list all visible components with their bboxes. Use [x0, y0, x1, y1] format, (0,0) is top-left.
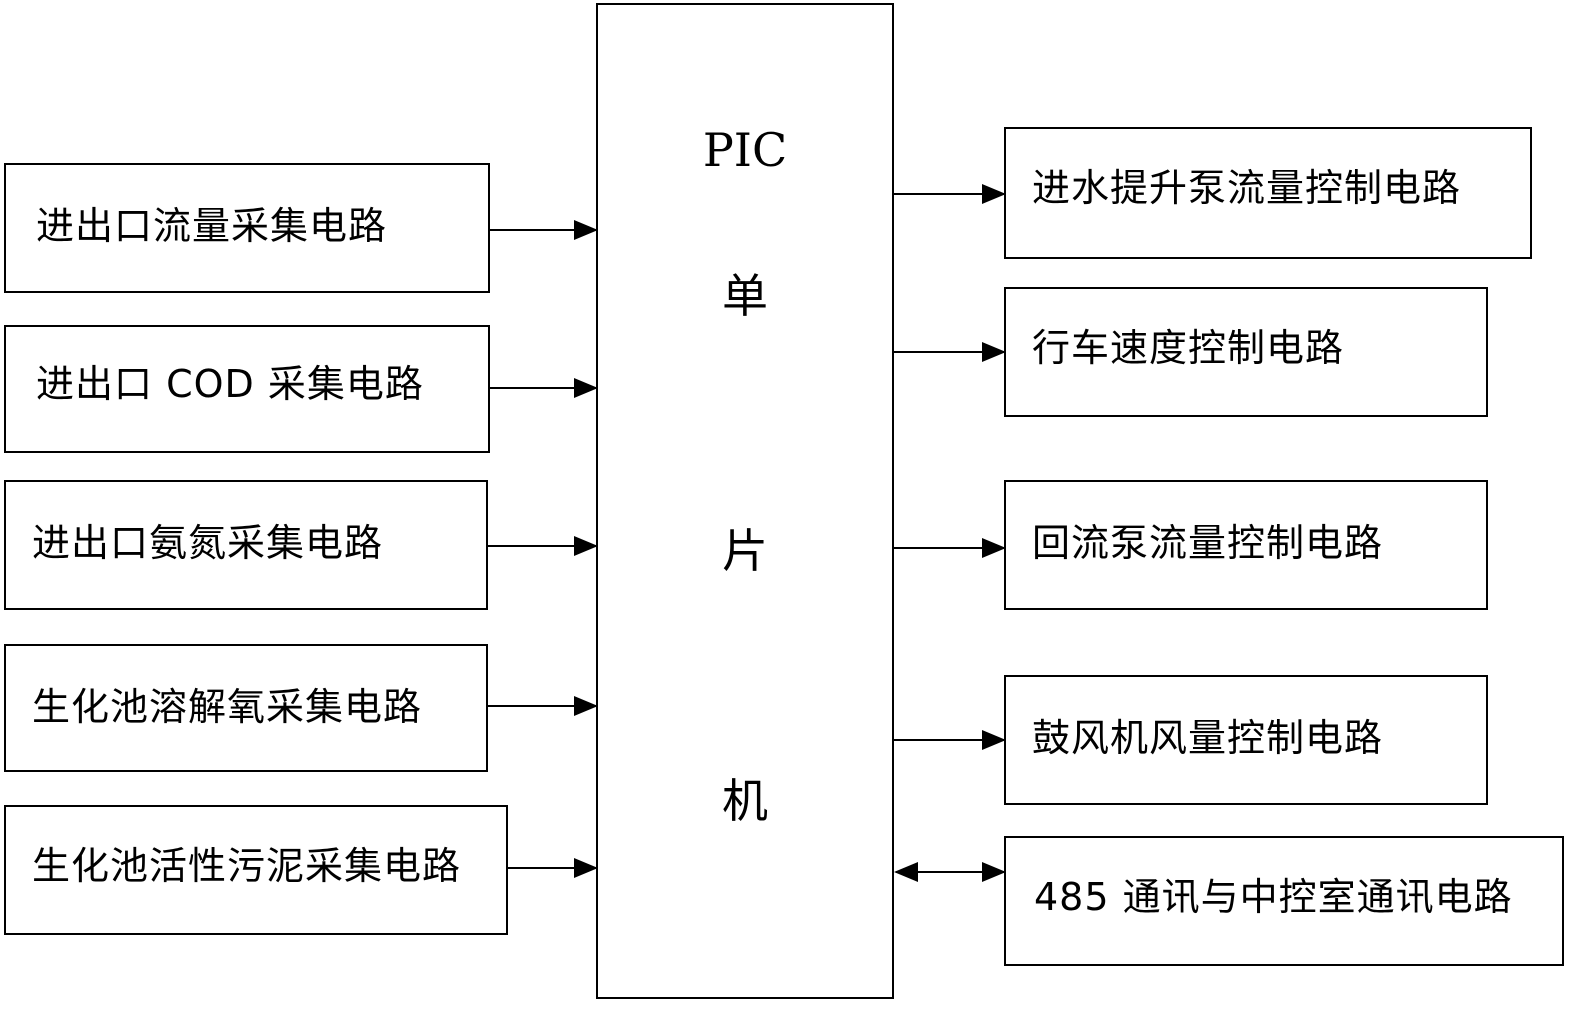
- input-block-activated-sludge: 生化池活性污泥采集电路: [4, 805, 508, 935]
- output-block-rs485-comm: 485 通讯与中控室通讯电路: [1004, 836, 1564, 966]
- input-block-label: 生化池溶解氧采集电路: [32, 685, 423, 729]
- output-block-crane-speed: 行车速度控制电路: [1004, 287, 1488, 417]
- input-block-ammonia: 进出口氨氮采集电路: [4, 480, 488, 610]
- input-block-label: 生化池活性污泥采集电路: [32, 844, 462, 888]
- output-block-label: 进水提升泵流量控制电路: [1032, 166, 1462, 210]
- pic-mcu-block: PIC 单 片 机: [596, 3, 894, 999]
- mcu-label-char-2: 片: [722, 524, 768, 578]
- input-block-label: 进出口氨氮采集电路: [32, 521, 384, 565]
- output-block-label: 回流泵流量控制电路: [1032, 521, 1384, 565]
- output-block-label: 鼓风机风量控制电路: [1032, 716, 1384, 760]
- input-block-label: 进出口流量采集电路: [36, 204, 388, 248]
- output-block-return-pump: 回流泵流量控制电路: [1004, 480, 1488, 610]
- output-block-label: 485 通讯与中控室通讯电路: [1034, 875, 1513, 919]
- output-block-label: 行车速度控制电路: [1032, 326, 1345, 370]
- input-block-dissolved-oxygen: 生化池溶解氧采集电路: [4, 644, 488, 772]
- mcu-label-char-1: 单: [722, 269, 768, 323]
- mcu-label-char-3: 机: [722, 774, 768, 828]
- output-block-blower: 鼓风机风量控制电路: [1004, 675, 1488, 805]
- input-block-label: 进出口 COD 采集电路: [36, 362, 424, 406]
- input-block-cod: 进出口 COD 采集电路: [4, 325, 490, 453]
- mcu-label-pic: PIC: [702, 123, 788, 177]
- output-block-lift-pump: 进水提升泵流量控制电路: [1004, 127, 1532, 259]
- input-block-flow: 进出口流量采集电路: [4, 163, 490, 293]
